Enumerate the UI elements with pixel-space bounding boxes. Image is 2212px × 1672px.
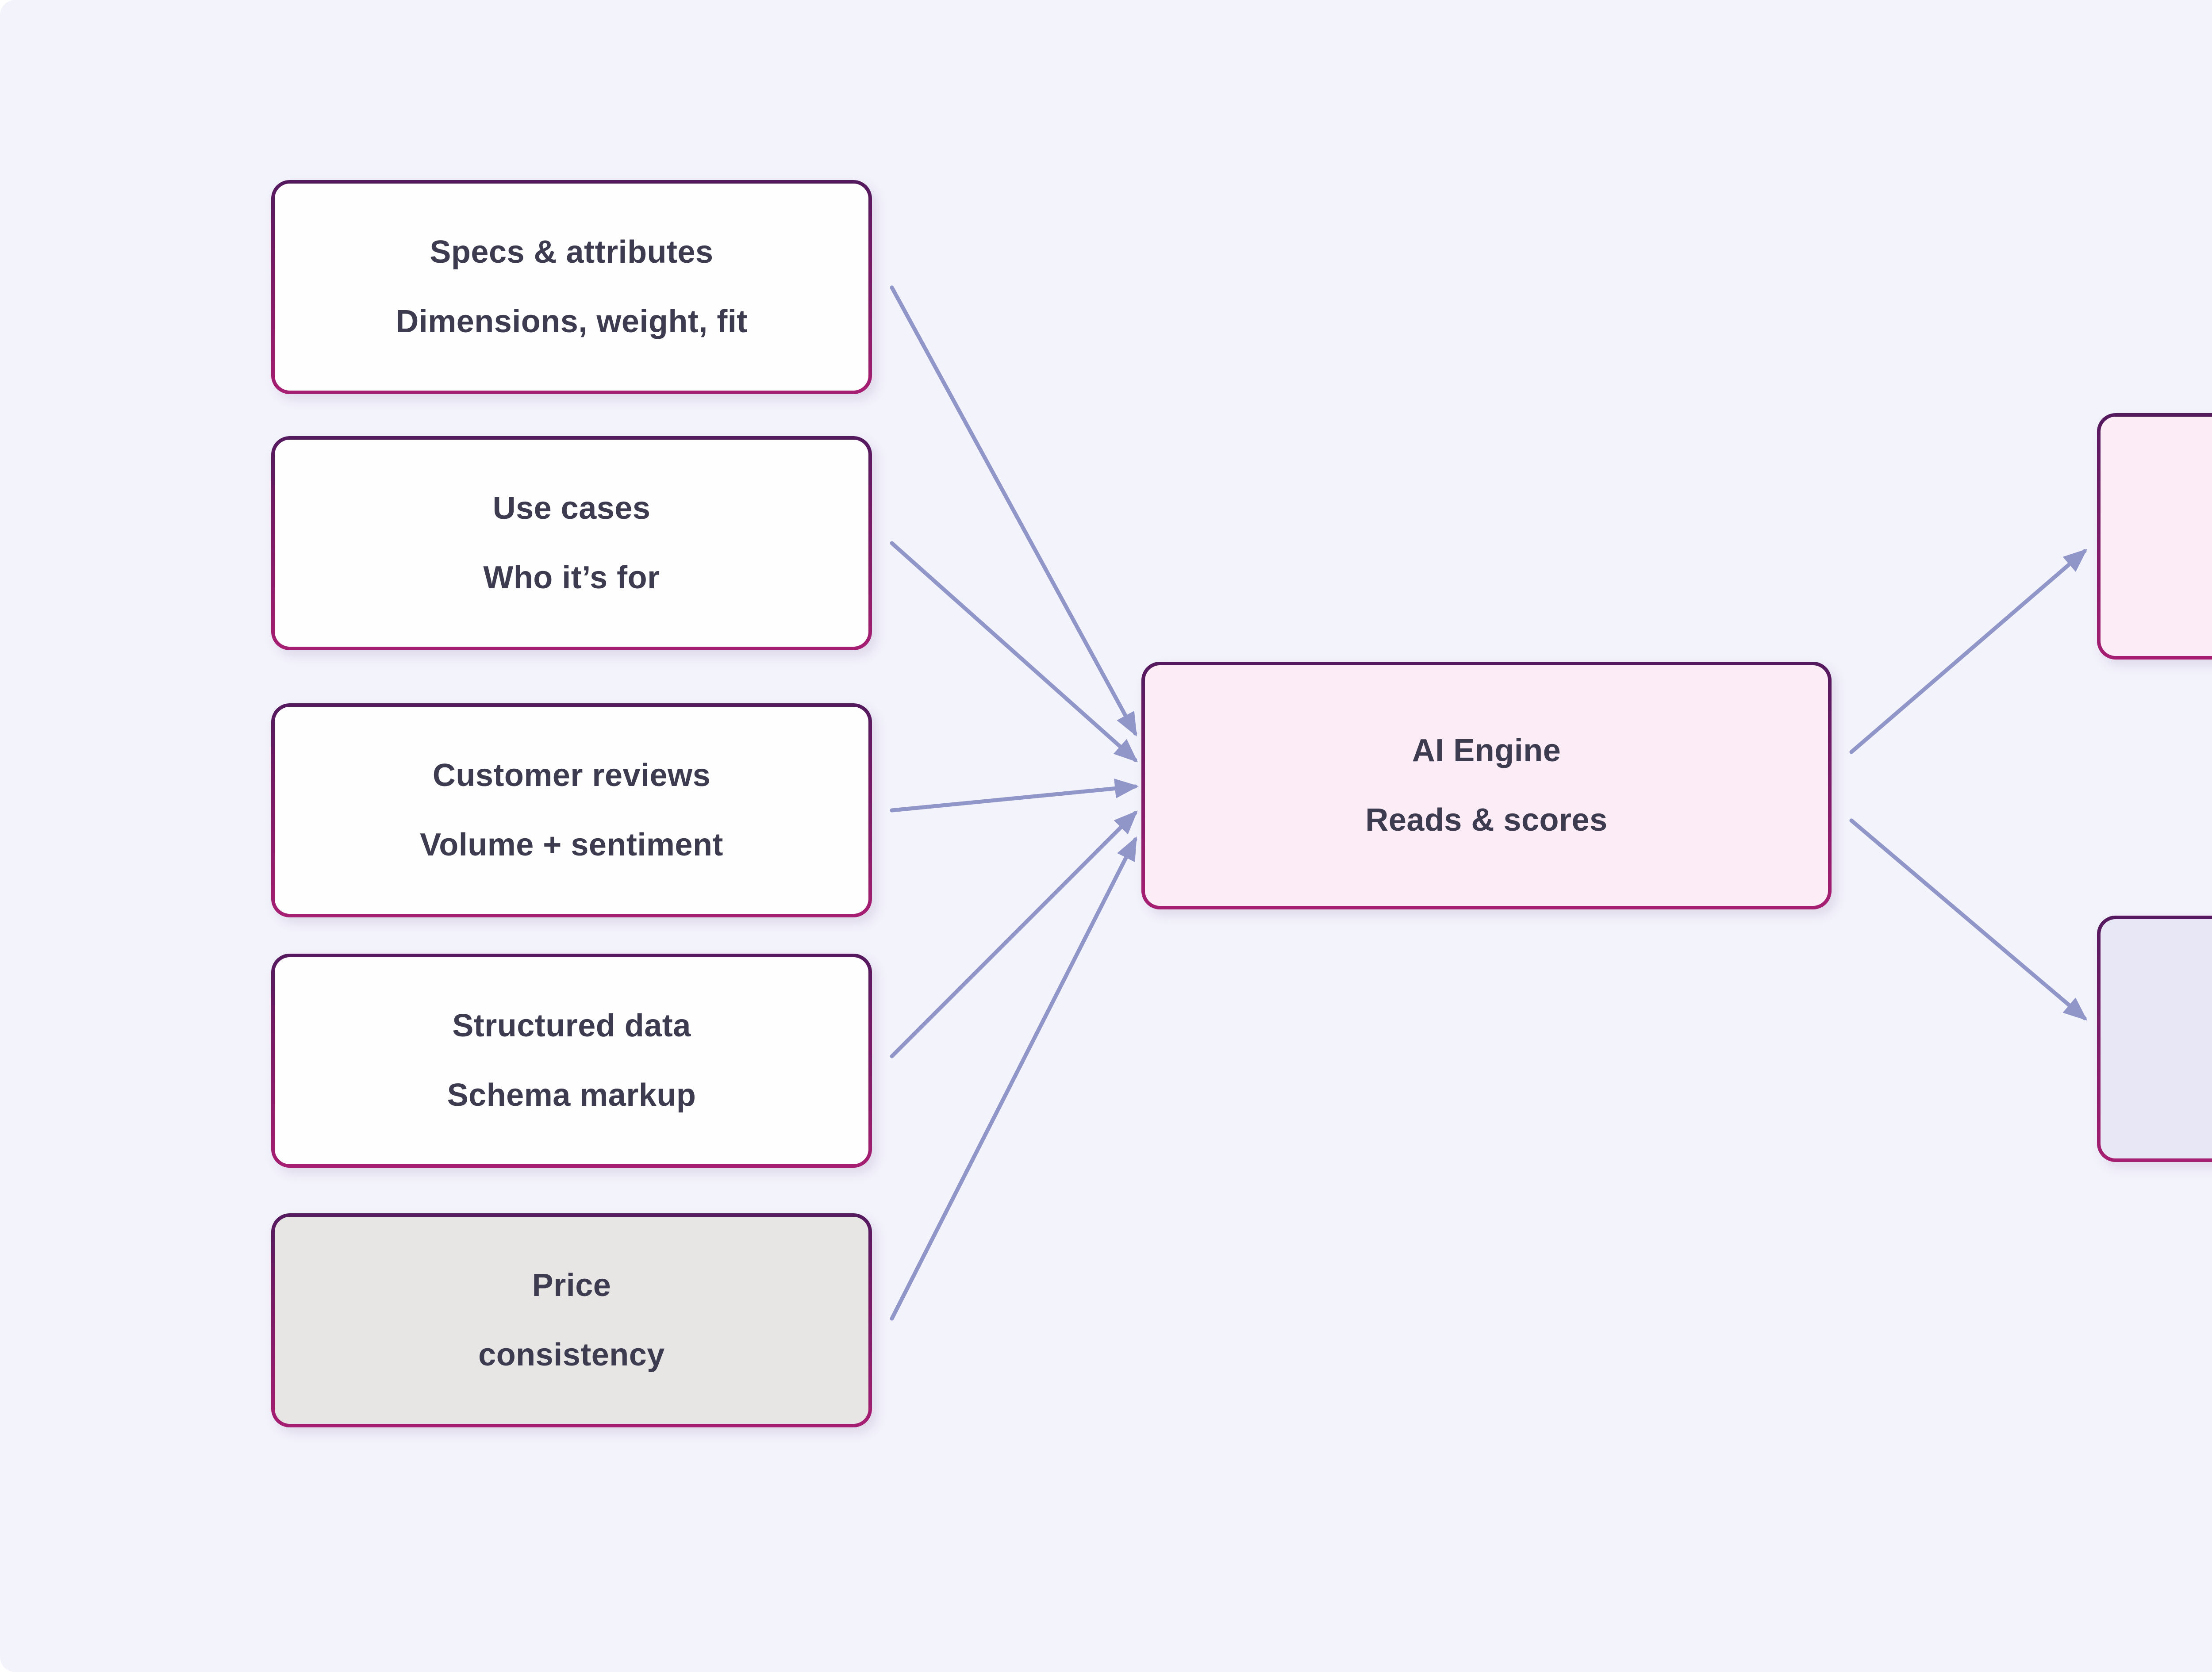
- node-customer-reviews: Customer reviews Volume + sentiment: [271, 703, 872, 917]
- node-text-line: Specs & attributes: [430, 234, 714, 270]
- edge-usecases-to-engine: [890, 541, 1138, 763]
- node-text-line: Who it’s for: [483, 560, 660, 595]
- edge-specs-to-engine: [890, 285, 1137, 737]
- node-text-line: Reads & scores: [1365, 802, 1608, 838]
- edge-engine-to-skipped: [1849, 818, 2088, 1021]
- node-text-line: AI Engine: [1412, 733, 1561, 769]
- node-text-line: Use cases: [492, 491, 651, 526]
- node-text-line: Volume + sentiment: [420, 827, 723, 863]
- node-text-line: Structured data: [452, 1008, 691, 1044]
- edge-price-to-engine: [890, 836, 1137, 1321]
- edge-engine-to-recommended: [1849, 548, 2088, 754]
- node-ai-engine: AI Engine Reads & scores: [1141, 662, 1832, 909]
- node-text-line: Dimensions, weight, fit: [396, 304, 748, 339]
- node-specs-attributes: Specs & attributes Dimensions, weight, f…: [271, 180, 872, 394]
- node-product-recommended: Product recommended in AI answer: [2097, 413, 2212, 660]
- node-structured-data: Structured data Schema markup: [271, 954, 872, 1168]
- node-price-consistency: Price consistency: [271, 1213, 872, 1427]
- node-text-line: Schema markup: [447, 1078, 696, 1113]
- node-product-skipped: Product skipped Missing data: [2097, 916, 2212, 1162]
- edge-reviews-to-engine: [890, 778, 1139, 813]
- node-text-line: Customer reviews: [432, 758, 711, 794]
- edge-structured-to-engine: [890, 810, 1138, 1058]
- node-text-line: consistency: [478, 1337, 665, 1373]
- node-use-cases: Use cases Who it’s for: [271, 436, 872, 650]
- node-text-line: Price: [532, 1268, 611, 1304]
